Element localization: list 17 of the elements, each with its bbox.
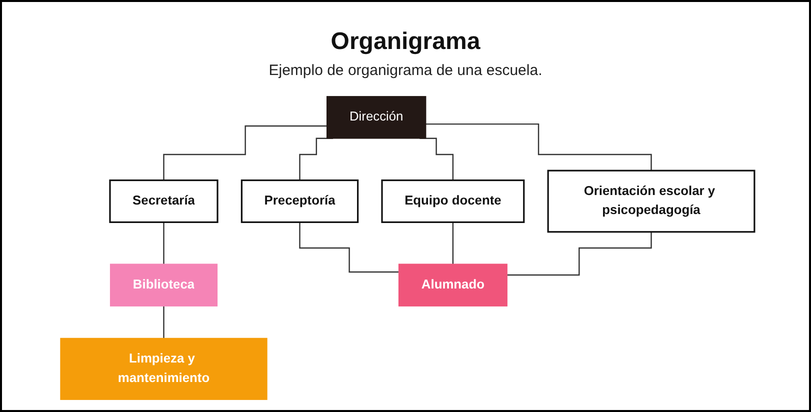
- connector: [163, 222, 164, 265]
- connector: [426, 123, 652, 172]
- connector: [507, 231, 652, 276]
- connector: [163, 305, 164, 339]
- node-box: Limpieza y mantenimiento: [60, 338, 268, 400]
- connector: [452, 222, 454, 265]
- node-box: Alumnado: [398, 264, 508, 306]
- title: Organigrama: [330, 28, 480, 56]
- caption: Ejemplo de organigrama de una escuela.: [268, 62, 542, 79]
- node-box: Orientación escolar y psicopedagogía: [547, 170, 756, 233]
- node-box: Secretaría: [109, 179, 218, 224]
- node-box: Equipo docente: [381, 179, 525, 224]
- connector: [163, 125, 327, 181]
- node-box: Dirección: [326, 96, 426, 139]
- node-box: Biblioteca: [110, 264, 218, 306]
- connector: [299, 222, 399, 273]
- node-box: Preceptoría: [240, 179, 359, 224]
